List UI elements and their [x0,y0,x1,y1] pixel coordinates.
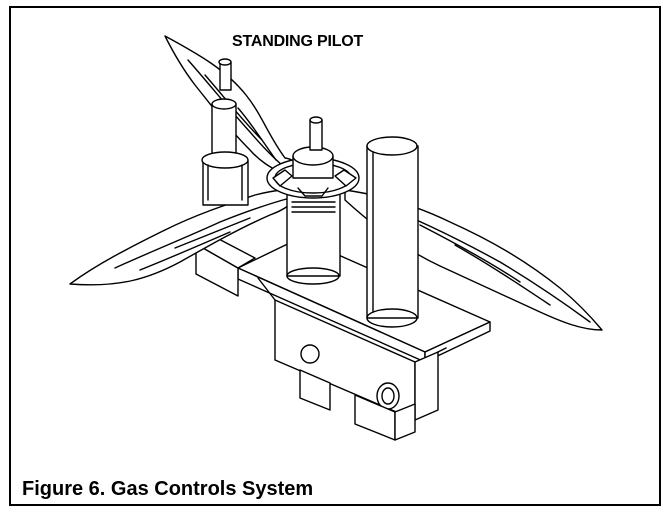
thermocouple-right [367,137,418,327]
pilot-hood [267,117,359,284]
figure-caption: Figure 6. Gas Controls System [22,478,314,500]
figure-label: STANDING PILOT [232,33,364,50]
mounting-hole-left [301,345,319,363]
thermocouple-left [202,59,248,205]
